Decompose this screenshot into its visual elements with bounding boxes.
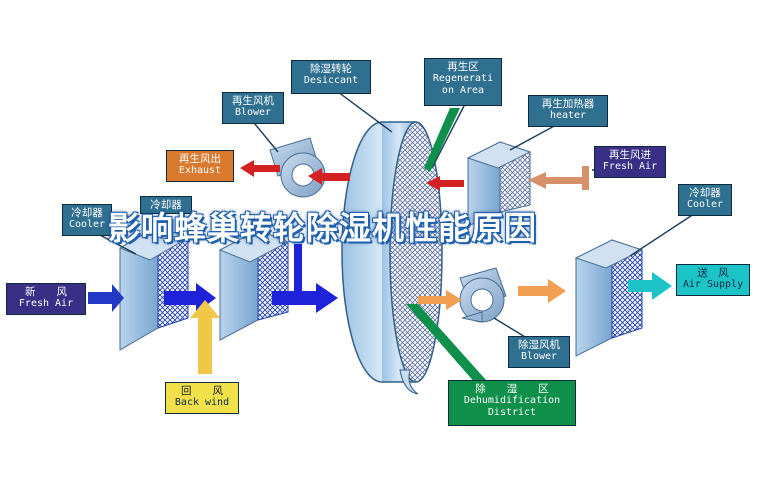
arrow-red-blower (308, 168, 350, 185)
dehum-district-pointer (406, 304, 486, 384)
cooler-unit-middle (218, 229, 290, 341)
label-regen-blower: 再生风机 Blower (222, 92, 284, 124)
overlay-title: 影响蜂巢转轮除湿机性能原因 (108, 209, 538, 247)
dehum-blower-fan (459, 267, 507, 323)
label-dehum-blower: 除湿风机 Blower (508, 336, 570, 368)
label-regeneration-area: 再生区 Regenerati on Area (424, 58, 502, 106)
cooler-unit-right (574, 239, 644, 357)
label-back-wind: 回 风 Back wind (165, 382, 239, 414)
duct-blue-vertical (294, 244, 302, 294)
label-air-supply: 送 风 Air Supply (676, 264, 750, 296)
arrow-back-wind (190, 300, 220, 374)
flow-arrows (88, 160, 672, 374)
arrow-regen-fresh-in (528, 172, 584, 189)
arrow-orange-1 (418, 290, 462, 310)
label-fresh-air: 新 风 Fresh Air (6, 283, 86, 315)
label-desiccant-wheel: 除湿转轮 Desiccant (291, 60, 371, 94)
arrow-air-supply (628, 272, 672, 300)
arrow-orange-2 (518, 279, 566, 303)
arrow-red-heater (426, 176, 464, 191)
regen-heater-unit (466, 141, 532, 227)
arrow-fresh-air-in (88, 284, 124, 312)
label-cooler-left: 冷却器 Cooler (62, 204, 112, 236)
label-dehum-district: 除 湿 区 Dehumidification District (448, 380, 576, 426)
label-exhaust: 再生风出 Exhaust (166, 150, 234, 182)
label-cooler-right: 冷却器 Cooler (678, 184, 732, 216)
regen-area-pointer (424, 108, 460, 172)
label-regen-fresh-air: 再生风进 Fresh Air (594, 146, 666, 178)
duct-regen-fresh (582, 166, 589, 190)
label-cooler-middle: 冷却器 (140, 196, 192, 214)
arrow-red-exhaust (240, 160, 280, 177)
arrow-blue-2 (272, 283, 338, 313)
label-regen-heater: 再生加热器 heater (528, 95, 608, 127)
